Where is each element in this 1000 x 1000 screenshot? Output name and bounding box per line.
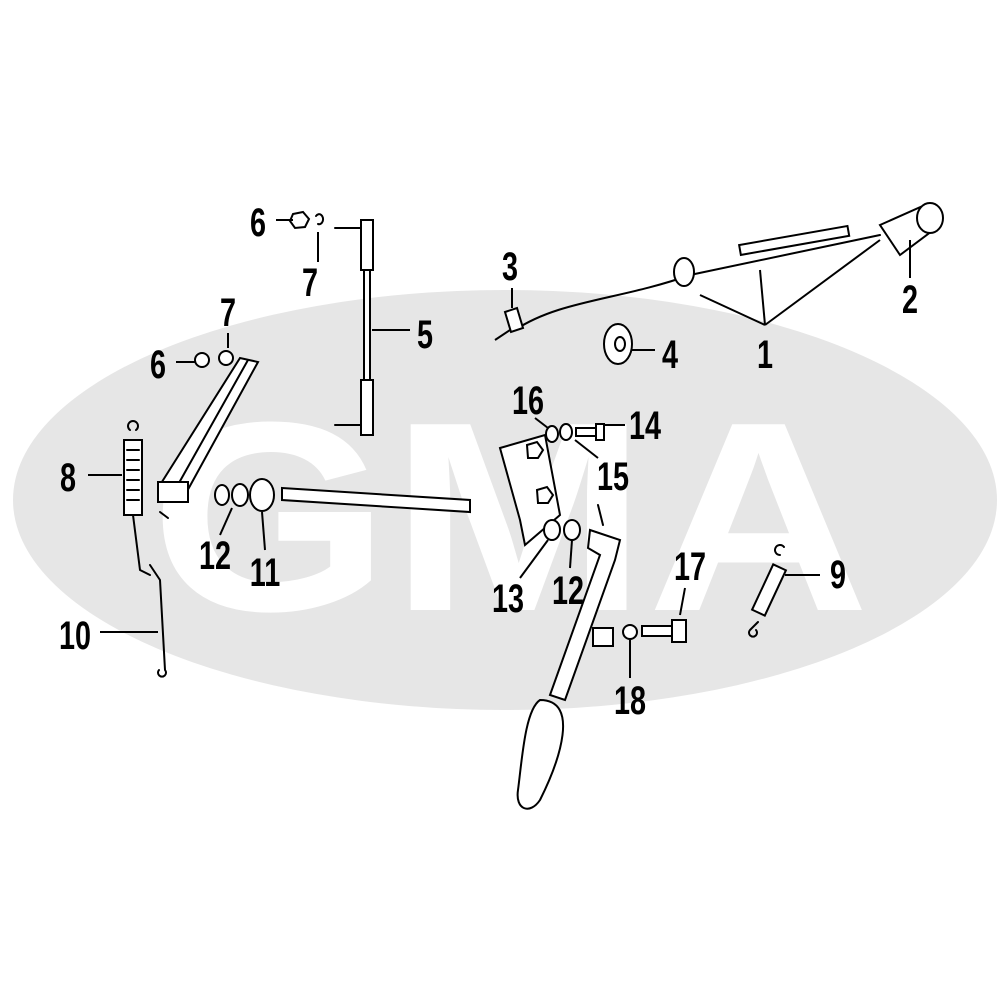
watermark: GMA [13,290,997,710]
part-cable-1 [514,224,881,331]
leader-line-11 [261,511,266,551]
part-lever [157,350,260,519]
parts [123,202,944,810]
leader-line-16 [534,417,549,429]
leader-lines [88,219,911,678]
part-spring-8 [123,420,151,576]
leader-line-12 [219,507,233,536]
part-bolt-14 [575,423,605,441]
callout-12: 12 [199,533,231,578]
leader-line-15 [574,439,599,459]
part-nut-18 [622,624,638,640]
callout-6: 6 [150,342,166,387]
part-washer-16 [545,425,559,443]
callout-2: 2 [902,277,918,322]
leader-line-1 [764,239,881,326]
leader-line-12 [569,539,573,569]
callout-7: 7 [220,290,236,335]
callout-10: 10 [59,613,91,658]
leader-line-13 [519,539,549,579]
part-washer-12a [214,484,230,506]
part-nut-13 [543,519,561,541]
leader-line-1 [699,294,766,326]
leader-line-17 [679,587,686,616]
callout-12: 12 [552,568,584,613]
callout-9: 9 [830,552,846,597]
part-knob-2-end [916,202,944,234]
callout-13: 13 [492,576,524,621]
callout-15: 15 [597,454,629,499]
callout-7: 7 [302,260,318,305]
leader-line-1 [759,269,766,326]
callout-3: 3 [502,244,518,289]
part-clip-7-top [315,213,325,226]
callout-1: 1 [757,332,773,377]
part-washer-15 [559,423,573,441]
callout-8: 8 [60,455,76,500]
callout-18: 18 [614,678,646,723]
part-washer-12c [563,519,581,541]
callout-11: 11 [250,550,280,595]
watermark-text: GMA [150,367,870,668]
callout-4: 4 [662,332,679,377]
part-washer-12b [231,483,249,507]
callout-17: 17 [674,544,706,589]
callout-16: 16 [512,378,544,423]
part-bracket [498,433,562,547]
part-rod-10 [149,564,167,678]
part-pedal [516,504,622,810]
callout-14: 14 [629,403,662,448]
part-shaft [281,486,471,514]
part-bush-11 [249,478,275,512]
callout-6: 6 [250,200,266,245]
callout-5: 5 [417,312,433,357]
part-3 [494,306,525,341]
watermark-ellipse [13,290,997,710]
part-rod-5 [334,219,374,436]
part-bolt-17 [641,619,687,643]
part-spring-9 [748,544,788,638]
